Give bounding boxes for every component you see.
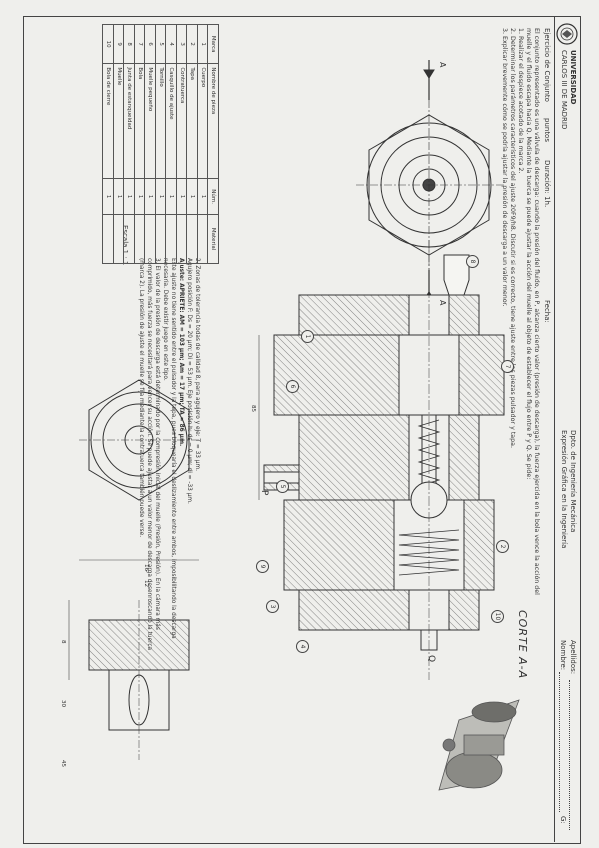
- balloon-4: 4: [296, 640, 309, 653]
- top-view: [354, 60, 504, 310]
- parts-table-cell: 1: [134, 178, 145, 215]
- parts-table-cell: 1: [155, 178, 166, 215]
- parts-table-cell: 1: [103, 178, 114, 215]
- parts-table-cell: [124, 214, 135, 264]
- parts-table-cell: [166, 214, 177, 264]
- parts-table-cell: 2: [187, 24, 198, 64]
- dim-8: 8: [60, 640, 66, 644]
- note-line-6: 3. El valor de la presión de descarga es…: [154, 258, 160, 630]
- parts-table-cell: Contratuerca: [176, 63, 187, 179]
- note-line-2: Agujero posición F: Ds = 20 µm; Di = 53 …: [186, 258, 192, 504]
- parts-table-cell: [197, 214, 208, 264]
- parts-table-cell: Marca: [208, 24, 219, 64]
- parts-table-cell: Bola de cierre: [103, 63, 114, 179]
- note-line-8: (marca 2). La presión de ajuste el muell…: [138, 258, 144, 538]
- balloon-8: 8: [466, 255, 479, 268]
- balloon-1: 1: [301, 330, 314, 343]
- parts-table-cell: 1: [176, 178, 187, 215]
- parts-table-cell: 5: [155, 24, 166, 64]
- parts-table-cell: 4: [166, 24, 177, 64]
- parts-table-cell: 1: [124, 178, 135, 215]
- balloon-2: 2: [496, 540, 509, 553]
- parts-table-cell: [187, 214, 198, 264]
- note-line-7: comprimido, más fuerza se necesitará par…: [146, 258, 152, 651]
- note-line-3: Ajuste: APRIETE: AM = 103 µm; Am = 17 µm…: [178, 258, 184, 447]
- parts-table-cell: 8: [124, 24, 135, 64]
- parts-table-cell: 6: [145, 24, 156, 64]
- parts-table-cell: 1: [166, 178, 177, 215]
- parts-table-cell: [113, 214, 124, 264]
- note-line-5: necesaria. Debe existir juego en este ti…: [162, 258, 168, 381]
- parts-table-cell: [134, 214, 145, 264]
- parts-table-cell: Muelle pequeño: [145, 63, 156, 179]
- parts-table-cell: Junta de estanqueidad: [124, 63, 135, 179]
- dim-30: 30: [60, 700, 66, 708]
- parts-table-cell: Casquillo de ajuste: [166, 63, 177, 179]
- parts-table-cell: Tapa: [187, 63, 198, 179]
- parts-table-cell: Material: [208, 214, 219, 264]
- section-label: CORTE A-A: [516, 610, 529, 680]
- parts-table-cell: [103, 214, 114, 264]
- balloon-5: 5: [276, 480, 289, 493]
- dim-85: 85: [250, 405, 256, 413]
- isometric-render: [438, 699, 520, 791]
- balloon-10: 10: [491, 610, 504, 623]
- parts-table-cell: 1: [113, 178, 124, 215]
- section-marker-left: A: [438, 62, 447, 68]
- parts-table-cell: Cuerpo: [197, 63, 208, 179]
- balloon-3: 3: [266, 600, 279, 613]
- detail-view: [88, 600, 190, 760]
- balloon-7: 7: [501, 360, 514, 373]
- bottom-view: [79, 379, 199, 501]
- port-p-label: P: [259, 490, 269, 496]
- parts-table-cell: [176, 214, 187, 264]
- parts-table-cell: [145, 214, 156, 264]
- balloon-6: 6: [286, 380, 299, 393]
- parts-table-cell: Nombre de pieza: [208, 63, 219, 179]
- parts-table-cell: 1: [145, 178, 156, 215]
- parts-table-cell: 10: [103, 24, 114, 64]
- dim-45: 45: [60, 760, 66, 768]
- port-q-label: Q: [426, 655, 436, 663]
- parts-table-cell: Bola: [134, 63, 145, 179]
- parts-table-cell: Muelle: [113, 63, 124, 179]
- note-line-1: 2. Zonas de tolerancia todas de calidad …: [194, 258, 200, 471]
- parts-table-cell: 1: [187, 178, 198, 215]
- parts-table-cell: 1: [197, 24, 208, 64]
- parts-table-cell: Tornillo: [155, 63, 166, 179]
- section-view: [263, 240, 505, 680]
- parts-table-cell: [155, 214, 166, 264]
- parts-table-cell: Núm.: [208, 178, 219, 215]
- parts-table-cell: 3: [176, 24, 187, 64]
- parts-table-cell: 1: [197, 178, 208, 215]
- parts-table-cell: 9: [113, 24, 124, 64]
- parts-table-cell: 7: [134, 24, 145, 64]
- balloon-9: 9: [256, 560, 269, 573]
- note-line-4: Este ajuste no tiene sentido entre el pu…: [170, 258, 176, 639]
- section-marker-right: A: [438, 300, 447, 306]
- university-logo-icon: [556, 23, 578, 45]
